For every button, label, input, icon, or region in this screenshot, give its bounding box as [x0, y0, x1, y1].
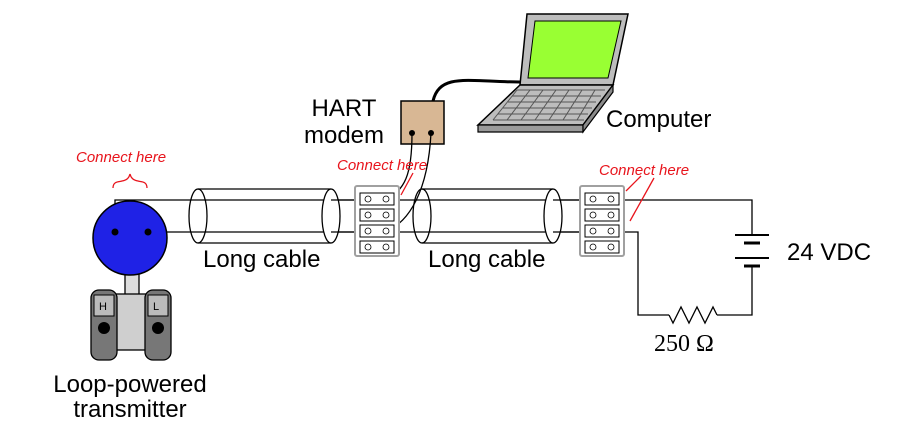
supply-voltage-label: 24 VDC: [787, 239, 872, 266]
low-pressure-port: [152, 322, 164, 334]
hart-modem-box: [400, 100, 445, 145]
hart-modem-label: HART modem: [300, 95, 388, 149]
pressure-transmitter: H L: [90, 200, 172, 361]
brace-transmitter-terminals: [112, 173, 148, 189]
laptop-screen: [527, 20, 622, 79]
connect-here-transmitter: Connect here: [76, 149, 167, 166]
laptop-front-edge: [477, 124, 584, 133]
terminal-block-middle: [354, 185, 400, 257]
battery-symbol: [735, 234, 769, 268]
transmitter-terminal-negative: [144, 228, 152, 236]
transmitter-label: Loop-powered transmitter: [20, 372, 240, 422]
long-cable-1-label: Long cable: [203, 246, 321, 273]
hart-modem: [400, 100, 445, 145]
long-cable-2: [412, 188, 590, 244]
laptop-keys: [492, 89, 605, 121]
wire-to-battery-positive: [612, 199, 753, 235]
laptop-modem-cable: [431, 78, 521, 102]
terminal-block-supply: [579, 185, 625, 257]
transmitter-terminal-positive: [111, 228, 119, 236]
laptop-side-edge: [582, 83, 614, 134]
computer-label: Computer: [606, 106, 712, 133]
connect-here-marks: [112, 172, 655, 222]
high-pressure-port: [98, 322, 110, 334]
long-cable-1: [188, 188, 360, 244]
transmitter-label-line1: Loop-powered: [53, 371, 207, 398]
transmitter-electronics-housing: [92, 200, 168, 276]
pointer-supply-terminal-1: [625, 175, 642, 192]
pointer-supply-terminal-2: [629, 177, 655, 222]
high-port-label-plate: [93, 294, 115, 317]
pointer-modem-connection: [400, 172, 414, 196]
connect-here-supply: Connect here: [599, 162, 690, 179]
port-low-label: L: [153, 301, 159, 313]
wire-battery-to-resistor: [717, 266, 753, 316]
hart-modem-label-line2: modem: [303, 122, 385, 149]
port-high-label: H: [99, 301, 107, 313]
resistor-value-label: 250 Ω: [654, 331, 714, 357]
connect-here-modem: Connect here: [337, 157, 428, 174]
transmitter-label-line2: transmitter: [73, 396, 187, 423]
laptop-computer: [476, 13, 629, 134]
low-port-label-plate: [147, 294, 169, 317]
long-cable-2-label: Long cable: [428, 246, 546, 273]
hart-modem-label-line1: HART: [311, 95, 377, 122]
resistor-symbol: [668, 305, 718, 325]
